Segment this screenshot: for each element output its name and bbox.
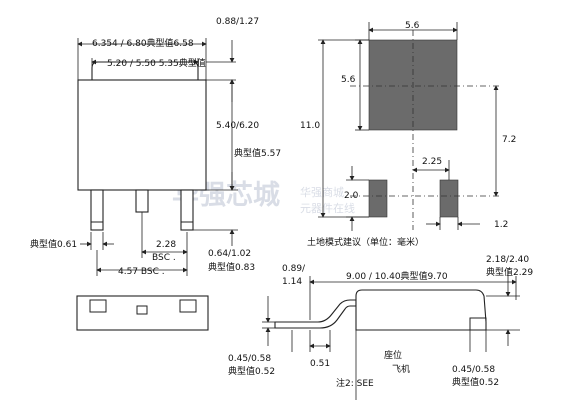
side-right-top-1: 2.18/2.40 [486,255,529,265]
side-left-bot-1: 0.45/0.58 [228,354,271,364]
dim-body-height: 5.40/6.20 [216,121,259,131]
side-lead-thk-2: 1.14 [282,277,302,287]
watermark-text-sub2: 元器件在线 [300,201,355,215]
fp-small-pad-height: 2.0 [344,191,359,201]
dim-tab: 5.20 / 5.50 5.35典型值 [107,57,206,69]
side-length: 9.00 / 10.40典型值9.70 [346,270,448,282]
dim-lead-width: 典型值0.61 [30,238,77,250]
package-body [77,79,207,191]
side-right-bot-1: 0.45/0.58 [452,365,495,375]
side-right-top-2: 典型值2.29 [486,266,533,278]
top-outline-view [76,295,209,331]
pad-small-left [368,179,388,218]
dim-top-thickness: 0.88/1.27 [216,17,259,27]
side-note: 注2: SEE [336,377,374,389]
dim-width: 6.354 / 6.80典型值6.58 [92,37,194,49]
outline-body [76,295,209,331]
fp-caption: 土地模式建议（单位：毫米） [307,236,424,248]
fp-total-height: 11.0 [300,121,320,131]
side-lead [274,299,357,329]
side-left-bot-2: 典型值0.52 [228,365,275,377]
footprint-view: 5.6 5.6 11.0 7.2 2.25 2.0 1.2 土地模式建议（单位：… [300,21,516,248]
side-body [355,289,487,331]
side-seat-2: 飞机 [392,363,410,375]
fp-small-pad-width: 1.2 [494,220,508,230]
lead-left [90,189,104,231]
dim-foot: 0.64/1.02 [208,249,251,259]
fp-center-distance: 7.2 [502,135,516,145]
fp-pad-width: 5.6 [405,21,420,31]
lead-right [180,189,194,231]
dim-pitch-bsc: BSC . [152,253,176,263]
front-view: 6.354 / 6.80典型值6.58 5.20 / 5.50 5.35典型值 … [30,17,281,277]
dim-pitch: 2.28 [156,240,176,250]
dim-span: 4.57 BSC . [118,267,165,277]
dim-foot-typ: 典型值0.83 [208,261,255,273]
fp-pad-height: 5.6 [341,75,356,85]
side-right-bot-2: 典型值0.52 [452,376,499,388]
dim-lead-length: 典型值5.57 [234,147,281,159]
side-lead-thk-1: 0.89/ [282,264,306,274]
fp-small-pitch: 2.25 [422,157,442,167]
side-standoff: 0.51 [310,359,330,369]
side-view: 9.00 / 10.40典型值9.70 2.18/2.40 典型值2.29 0.… [228,255,533,400]
watermark-text-sub1: 华强商城 [300,185,344,199]
lead-center [135,189,149,213]
pad-small-right [439,179,459,218]
side-seat-1: 座位 [384,349,402,361]
